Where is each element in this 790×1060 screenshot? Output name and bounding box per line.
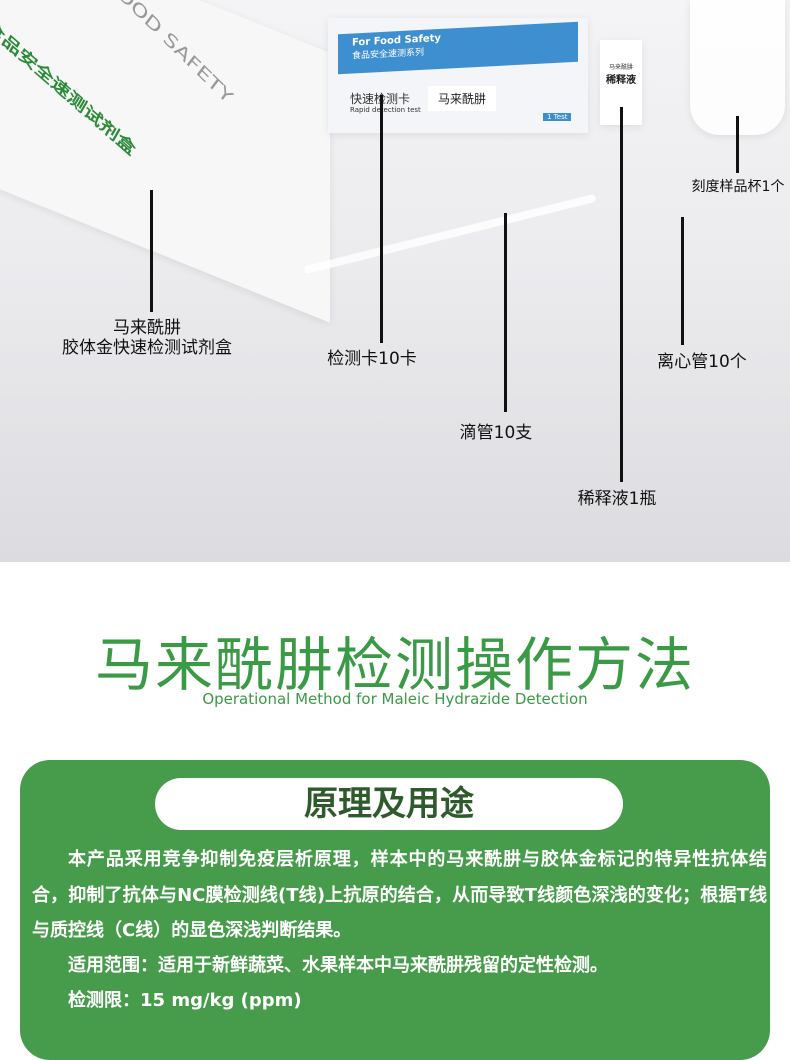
- pouch-analyte: 马来酰肼: [428, 86, 497, 111]
- pouch-card-en: Rapid detection test: [350, 106, 421, 114]
- callout-line-card: [380, 95, 383, 343]
- pouch-test: 1 Test: [543, 113, 572, 121]
- page-title: 马来酰肼检测操作方法: [94, 631, 695, 699]
- bottle-name: 马来酰肼: [608, 64, 633, 71]
- test-card-pouch: For Food Safety 食品安全速测系列 快速检测卡 Rapid det…: [328, 18, 588, 133]
- callout-line-cup: [736, 116, 739, 173]
- pouch-banner: For Food Safety 食品安全速测系列: [338, 21, 578, 75]
- label-kit-line1: 马来酰肼: [113, 318, 181, 338]
- dropper: [303, 193, 597, 275]
- scope-text: 适用范围：适用于新鲜蔬菜、水果样本中马来酰肼残留的定性检测。: [68, 955, 608, 976]
- box-en-text: FOOD SAFETY: [103, 0, 237, 108]
- label-diluent: 稀释液1瓶: [577, 489, 657, 509]
- principle-panel: 原理及用途 本产品采用竞争抑制免疫层析原理，样本中的马来酰肼与胶体金标记的特异性…: [20, 760, 770, 1060]
- label-dropper: 滴管10支: [459, 423, 533, 443]
- label-kit: 马来酰肼 胶体金快速检测试剂盒: [62, 318, 232, 358]
- label-sample-cup: 刻度样品杯1个: [691, 179, 785, 195]
- limit-text: 检测限：15 mg/kg (ppm): [68, 990, 302, 1011]
- box-cn-text: 食品安全速测试剂盒: [0, 16, 139, 160]
- callout-line-dropper: [504, 213, 507, 412]
- callout-line-diluent: [620, 107, 623, 482]
- callout-line-kit: [150, 190, 153, 312]
- label-card: 检测卡10卡: [327, 349, 417, 369]
- callout-line-tube: [681, 217, 684, 345]
- label-kit-line2: 胶体金快速检测试剂盒: [62, 338, 232, 358]
- principle-title: 原理及用途: [155, 778, 623, 830]
- kit-box: FOOD SAFETY 食品安全速测试剂盒: [0, 0, 330, 323]
- product-photo: FOOD SAFETY 食品安全速测试剂盒 For Food Safety 食品…: [0, 0, 790, 562]
- principle-paragraph: 本产品采用竞争抑制免疫层析原理，样本中的马来酰肼与胶体金标记的特异性抗体结合，抑…: [32, 849, 767, 941]
- bottle-label: 稀释液: [606, 75, 636, 86]
- sample-cup: [690, 0, 785, 135]
- page-subtitle: Operational Method for Maleic Hydrazide …: [202, 690, 588, 708]
- label-centrifuge-tube: 离心管10个: [657, 352, 747, 372]
